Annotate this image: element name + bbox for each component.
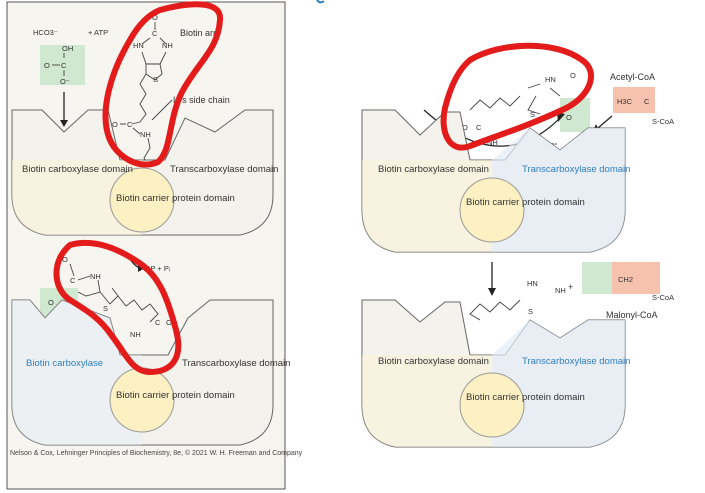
red-circle-annotation-1 [102, 1, 223, 168]
ring2-o-label: O [62, 255, 68, 264]
bicarbonate-green-box [40, 45, 85, 85]
ring-o-label: O [152, 13, 158, 22]
transcarboxylase-domain-1: Transcarboxylase domain [170, 164, 278, 175]
atp-label: + ATP [88, 28, 108, 37]
credit-line: Nelson & Cox, Lehninger Principles of Bi… [10, 449, 303, 457]
amide-nh-label: NH [140, 130, 151, 139]
transcarboxylase-domain-4: Transcarboxylase domain [522, 356, 630, 367]
carrier-domain-label-3: Biotin carrier protein domain [466, 197, 585, 208]
acetyl-h3c: H3C [617, 97, 633, 106]
plus-sign: + [568, 282, 573, 292]
ring2-amide-o: O [166, 318, 172, 327]
ring-hn-label: HN [133, 41, 144, 50]
right-hn: HN [545, 75, 556, 84]
amide-c-label: C [127, 120, 133, 129]
right-amide-o: O [462, 123, 468, 132]
red-circle-annotation-3 [440, 42, 595, 151]
amide-o-label: O [112, 120, 118, 129]
acetyl-coa-label: Acetyl-CoA [610, 72, 655, 82]
carboxylase-domain-text-1: Biotin carboxylase domain [22, 164, 133, 175]
ring2-s-label: S [103, 304, 108, 313]
lys-side-chain-label: Lys side chain [173, 95, 230, 105]
acetyl-c: C [644, 97, 650, 106]
transcarboxylase-domain-2: Transcarboxylase domain [182, 358, 290, 369]
malonyl-green-box [582, 262, 612, 294]
carboxylase-domain-1: Biotin carboxylase domain [22, 164, 133, 175]
malonyl-salmon-box [612, 262, 660, 294]
ominus-label: O⁻ [60, 77, 70, 86]
bottom-right-hn: HN [527, 279, 538, 288]
carrier-domain-label-4: Biotin carrier protein domain [466, 392, 585, 403]
biotin-arm-label: Biotin arm [180, 28, 221, 38]
acetyl-salmon-box [613, 87, 655, 113]
adp-pi-label: ADP + Pᵢ [140, 264, 170, 273]
right-amide-nh: NH [487, 138, 498, 147]
carboxyl-o-label: O [48, 298, 54, 307]
oh-label: OH [62, 44, 73, 53]
carboxylase-domain-4: Biotin carboxylase domain [378, 356, 489, 367]
carrier-domain-top-right [459, 177, 525, 243]
carrier-domain-bottom-right [459, 372, 525, 438]
ring2-amide-c: C [155, 318, 161, 327]
ch2-label: CH2 [618, 275, 633, 284]
ring2-nh-label: NH [90, 272, 101, 281]
blue-mark [316, 0, 325, 4]
ring-nh-label: NH [162, 41, 173, 50]
transcarboxylase-domain-3: Transcarboxylase domain [522, 164, 630, 175]
o-label: O [44, 61, 50, 70]
ring2-amide-nh: NH [130, 330, 141, 339]
right-ring-o: O [570, 71, 576, 80]
acetyl-scoa: S-CoA [652, 117, 674, 126]
malonyl-coa-label: Malonyl-CoA [606, 310, 658, 320]
carrier-domain-top-left [109, 167, 175, 233]
ring2-c-label: C [70, 276, 76, 285]
bottom-right-nh: NH [555, 286, 566, 295]
c-label: C [61, 61, 67, 70]
carrier-domain-label-2: Biotin carrier protein domain [116, 390, 235, 401]
carrier-domain-label-1: Biotin carrier protein domain [116, 193, 235, 204]
red-circle-annotation-2 [53, 239, 182, 375]
carboxylase-short-label: Biotin carboxylase [26, 358, 103, 369]
bottom-right-s: S [528, 307, 533, 316]
ring-c-label: C [152, 29, 158, 38]
bicarbonate-label: HCO3⁻ [33, 28, 58, 37]
right-ring-s: S [530, 110, 535, 119]
right-carboxyl-o: O [566, 113, 572, 122]
right-amide-c: C [476, 123, 482, 132]
malonyl-scoa: S-CoA [652, 293, 674, 302]
carboxylase-domain-3: Biotin carboxylase domain [378, 164, 489, 175]
